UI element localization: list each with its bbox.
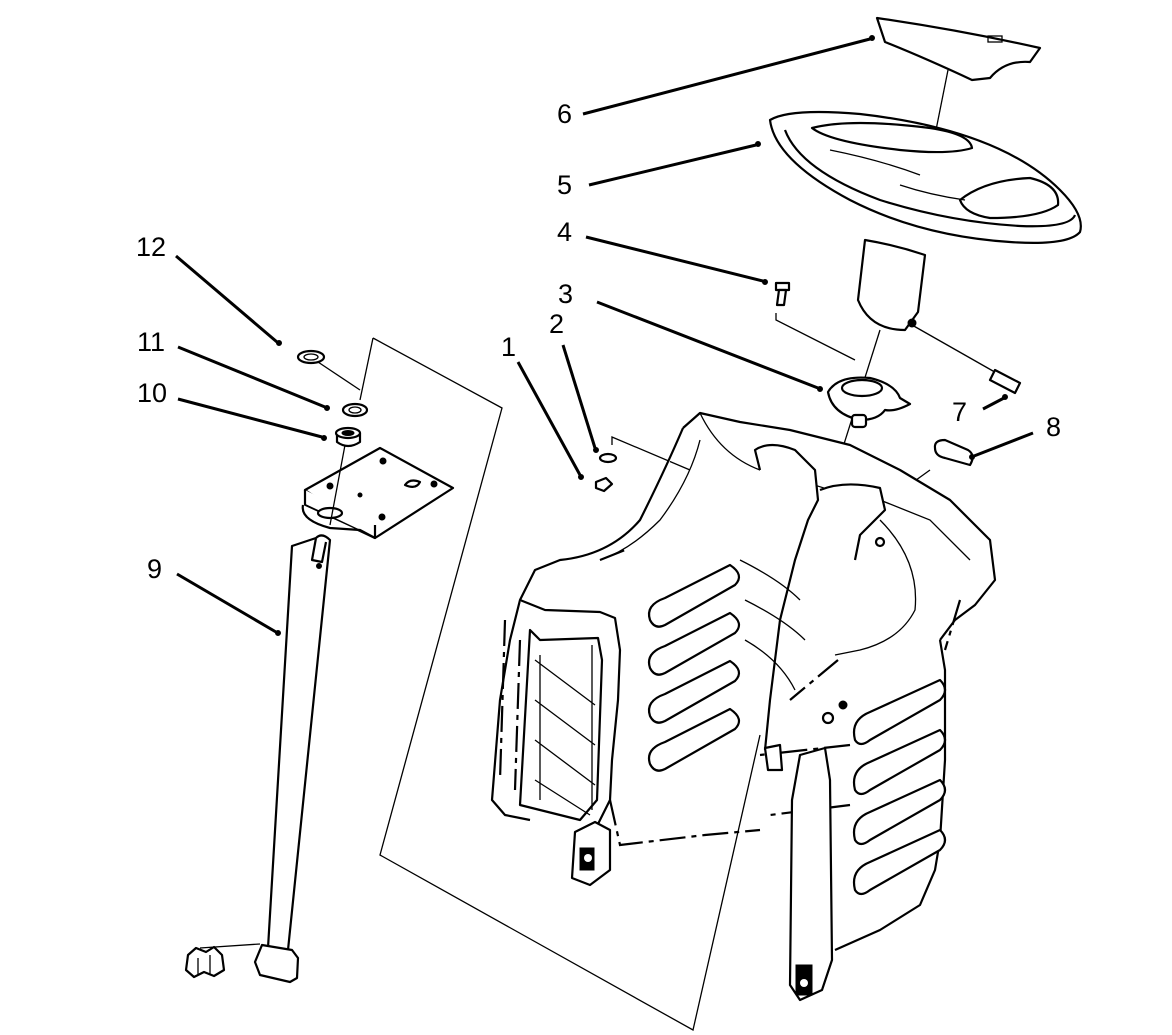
callout-5: 5 (557, 141, 761, 200)
callout-6: 6 (557, 35, 875, 129)
part-4-bolt (774, 281, 856, 361)
callout-9: 9 (147, 554, 281, 636)
callout-3: 3 (558, 279, 823, 392)
svg-text:5: 5 (557, 170, 572, 200)
parts-1-2-nut-washer (594, 436, 691, 493)
part-9-steering-shaft (184, 534, 332, 984)
part-7-roll-pin (911, 324, 1022, 395)
assembly-reference-outline (359, 337, 761, 1031)
callout-2: 2 (549, 309, 599, 453)
svg-text:1: 1 (501, 332, 516, 362)
callout-12: 12 (136, 232, 282, 346)
svg-text:8: 8 (1046, 412, 1061, 442)
svg-text:9: 9 (147, 554, 162, 584)
callout-1: 1 (501, 332, 584, 480)
mounting-plate (301, 444, 455, 540)
console-shroud (490, 411, 997, 1002)
svg-text:12: 12 (136, 232, 166, 262)
svg-text:11: 11 (137, 327, 165, 357)
part-10-bushing (334, 426, 362, 448)
part-11-washer (341, 402, 369, 418)
svg-text:6: 6 (557, 99, 572, 129)
svg-text:2: 2 (549, 309, 564, 339)
callout-7: 7 (952, 394, 1008, 427)
part-12-snap-ring (296, 349, 361, 391)
svg-text:3: 3 (558, 279, 573, 309)
part-3-hub-adapter (826, 376, 912, 429)
svg-text:10: 10 (137, 378, 167, 408)
part-5-steering-wheel (768, 110, 1082, 332)
svg-text:7: 7 (952, 397, 967, 427)
callout-8: 8 (969, 412, 1061, 460)
callout-10: 10 (137, 378, 327, 441)
callout-11: 11 (137, 327, 330, 411)
callout-4: 4 (557, 217, 768, 285)
svg-text:4: 4 (557, 217, 572, 247)
